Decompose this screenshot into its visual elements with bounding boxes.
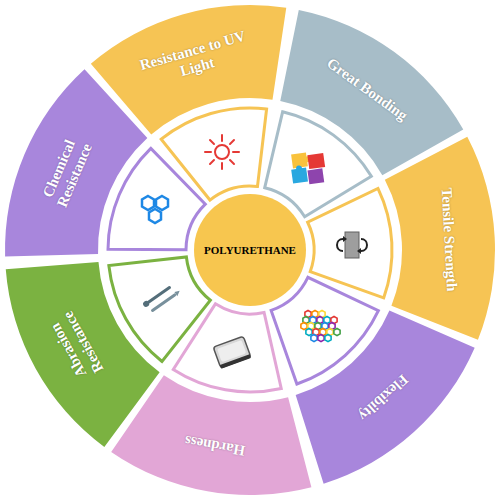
outer-band (385, 137, 495, 340)
center-circle: POLYURETHANE (194, 194, 306, 306)
hard-drive-icon (213, 336, 251, 369)
hexagon-icon (142, 196, 168, 223)
hub-label: POLYURETHANE (204, 244, 296, 256)
icon-cell (308, 188, 392, 298)
icon-cell (108, 148, 205, 249)
tools-icon (142, 281, 181, 315)
honeycomb-icon (301, 310, 340, 341)
icon-cell (109, 257, 211, 361)
sun-icon (205, 135, 239, 169)
puzzle-icon (289, 150, 327, 186)
tensile-icon (337, 232, 367, 258)
icon-cell (271, 277, 378, 384)
